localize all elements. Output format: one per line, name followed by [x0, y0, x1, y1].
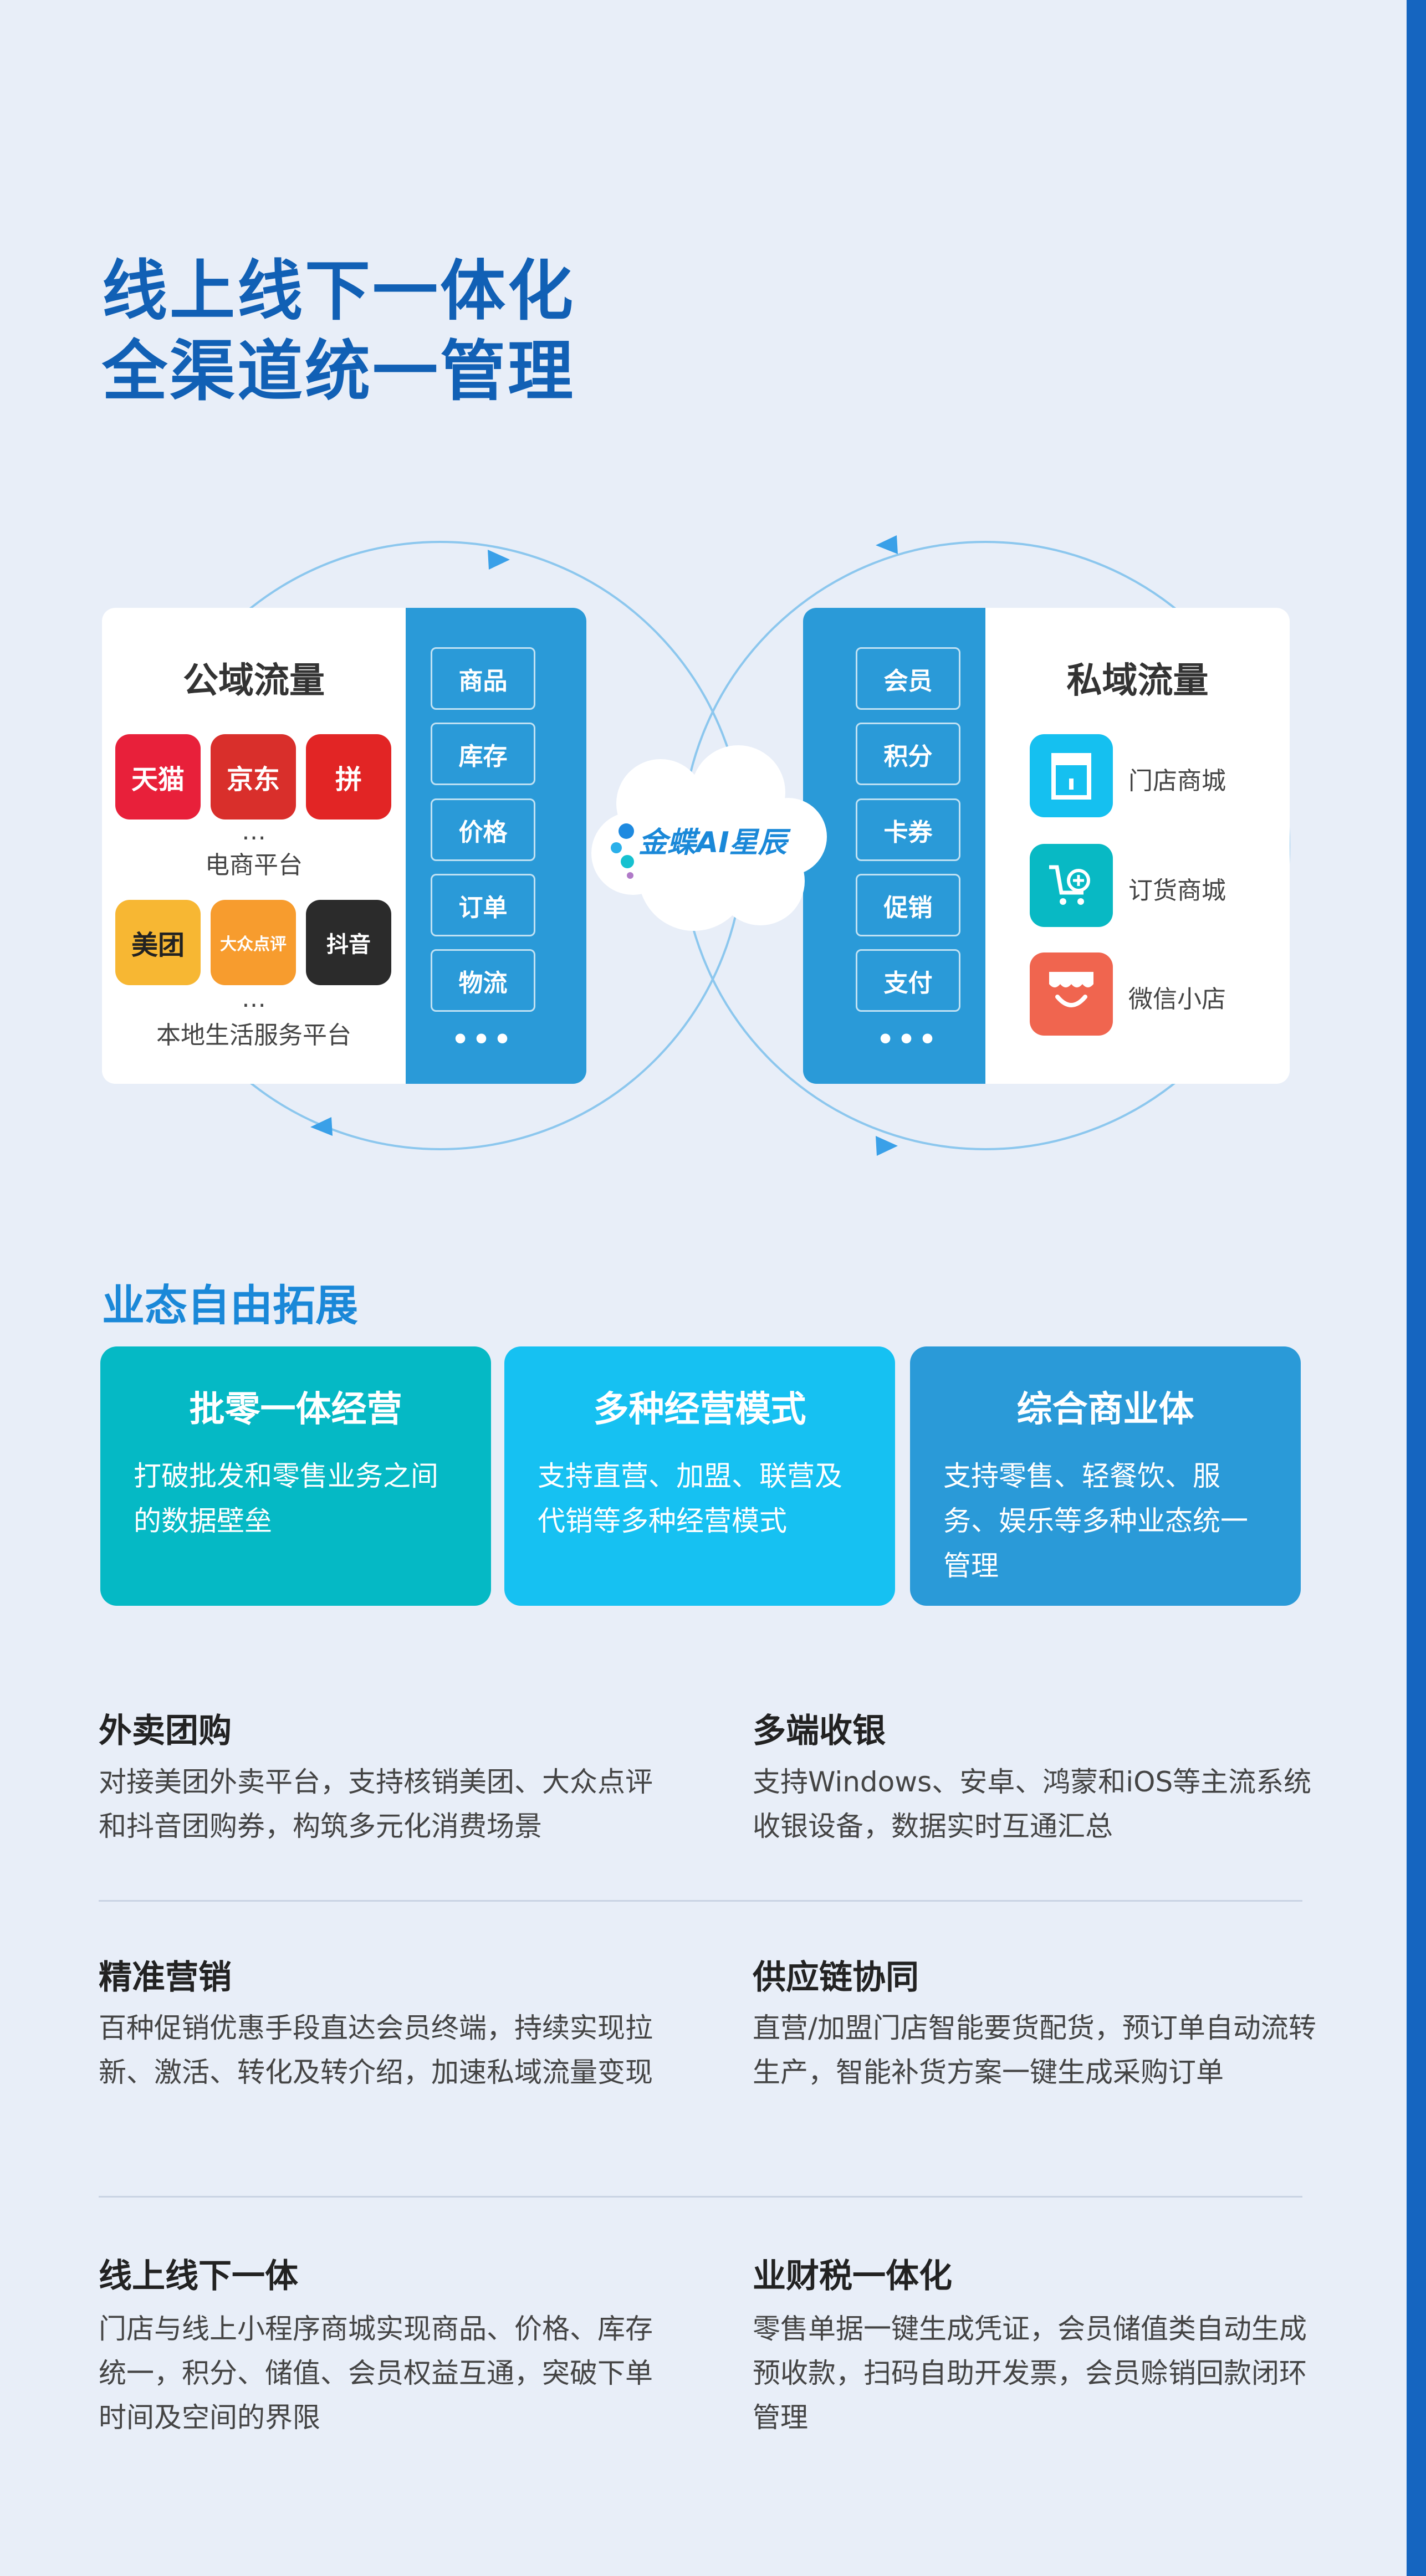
local-apps: 美团 大众点评 抖音	[115, 900, 391, 985]
private-item-label: 订货商城	[1128, 877, 1226, 905]
feature-desc: 对接美团外卖平台，支持核销美团、大众点评和抖音团购券，构筑多元化消费场景	[99, 1766, 653, 1842]
card-desc: 打破批发和零售业务之间的数据壁垒	[134, 1460, 438, 1537]
cloud-hub	[591, 745, 827, 931]
tag-promotion: 促销	[856, 874, 960, 936]
feature-desc: 支持Windows、安卓、鸿蒙和iOS等主流系统收银设备，数据实时互通汇总	[753, 1766, 1312, 1842]
tag-price: 价格	[431, 798, 535, 861]
business-card: 批零一体经营 打破批发和零售业务之间的数据壁垒	[100, 1346, 491, 1606]
feature-title: 外卖团购	[99, 1712, 232, 1750]
shopping-cart-icon	[1030, 844, 1113, 927]
ecommerce-label: 电商平台	[205, 851, 303, 879]
public-traffic-card: 公域流量 天猫 京东 拼 … 电商平台 美团 大众点评 抖音 … 本地生活服务平…	[102, 608, 586, 1084]
private-traffic-title: 私域流量	[1066, 660, 1209, 701]
douyin-icon: 抖音	[306, 900, 391, 985]
private-item-label: 微信小店	[1128, 985, 1226, 1013]
more-ellipsis: …	[242, 817, 266, 846]
feature-desc: 直营/加盟门店智能要货配货，预订单自动流转生产，智能补货方案一键生成采购订单	[753, 2012, 1316, 2088]
tag-inventory: 库存	[431, 723, 535, 785]
more-ellipsis: …	[242, 985, 266, 1013]
tag-payment: 支付	[856, 949, 960, 1012]
private-traffic-card: 会员 积分 卡券 促销 支付 ••• 私域流量 门店商城 订货商城 微信小店	[803, 608, 1290, 1084]
feature-desc: 百种促销优惠手段直达会员终端，持续实现拉新、激活、转化及转介绍，加速私域流量变现	[99, 2012, 653, 2088]
left-data-column: 商品 库存 价格 订单 物流 •••	[406, 608, 586, 1084]
side-stripe	[1407, 0, 1426, 2576]
feature-title: 供应链协同	[753, 1958, 919, 1997]
pinduoduo-icon: 拼	[306, 734, 391, 820]
storefront-icon	[1030, 734, 1113, 817]
tag-order: 订单	[431, 874, 535, 936]
page-title-line2: 全渠道统一管理	[102, 333, 576, 409]
arrow-icon	[488, 550, 510, 570]
section-title: 业态自由拓展	[102, 1282, 358, 1331]
jd-icon: 京东	[211, 734, 296, 820]
tag-points: 积分	[856, 723, 960, 785]
ecommerce-apps: 天猫 京东 拼	[115, 734, 391, 820]
local-services-label: 本地生活服务平台	[156, 1021, 351, 1049]
business-card: 多种经营模式 支持直营、加盟、联营及代销等多种经营模式	[504, 1346, 895, 1606]
page-title-line1: 线上线下一体化	[102, 253, 576, 329]
feature-title: 多端收银	[753, 1712, 886, 1750]
card-title: 批零一体经营	[189, 1389, 402, 1430]
card-title: 多种经营模式	[593, 1389, 806, 1430]
business-card: 综合商业体 支持零售、轻餐饮、服务、娱乐等多种业态统一管理	[910, 1346, 1301, 1606]
feature-title: 精准营销	[99, 1958, 232, 1997]
arrow-icon	[310, 1117, 333, 1136]
meituan-icon: 美团	[115, 900, 201, 985]
tag-member: 会员	[856, 647, 960, 710]
divider	[99, 2196, 1302, 2198]
shop-awning-icon	[1030, 952, 1113, 1036]
more-dots: •••	[876, 1023, 940, 1056]
arrow-icon	[876, 535, 898, 554]
dianping-icon: 大众点评	[211, 900, 296, 985]
tag-logistics: 物流	[431, 949, 535, 1012]
public-traffic-title: 公域流量	[183, 660, 325, 701]
feature-desc: 门店与线上小程序商城实现商品、价格、库存统一，积分、储值、会员权益互通，突破下单…	[99, 2313, 653, 2434]
arrow-icon	[876, 1136, 898, 1156]
card-desc: 支持零售、轻餐饮、服务、娱乐等多种业态统一管理	[943, 1460, 1248, 1582]
feature-desc: 零售单据一键生成凭证，会员储值类自动生成预收款，扫码自助开发票，会员赊销回款闭环…	[753, 2313, 1307, 2434]
private-item-label: 门店商城	[1128, 767, 1226, 795]
feature-title: 线上线下一体	[99, 2257, 298, 2296]
feature-title: 业财税一体化	[753, 2257, 952, 2296]
more-dots: •••	[451, 1023, 515, 1056]
tag-product: 商品	[431, 647, 535, 710]
card-title: 综合商业体	[1016, 1389, 1194, 1430]
divider	[99, 1900, 1302, 1902]
brand-logo-text: 金蝶AI星辰	[638, 826, 787, 859]
card-desc: 支持直营、加盟、联营及代销等多种经营模式	[538, 1460, 842, 1537]
right-data-column: 会员 积分 卡券 促销 支付 •••	[803, 608, 985, 1084]
tmall-icon: 天猫	[115, 734, 201, 820]
tag-coupon: 卡券	[856, 798, 960, 861]
